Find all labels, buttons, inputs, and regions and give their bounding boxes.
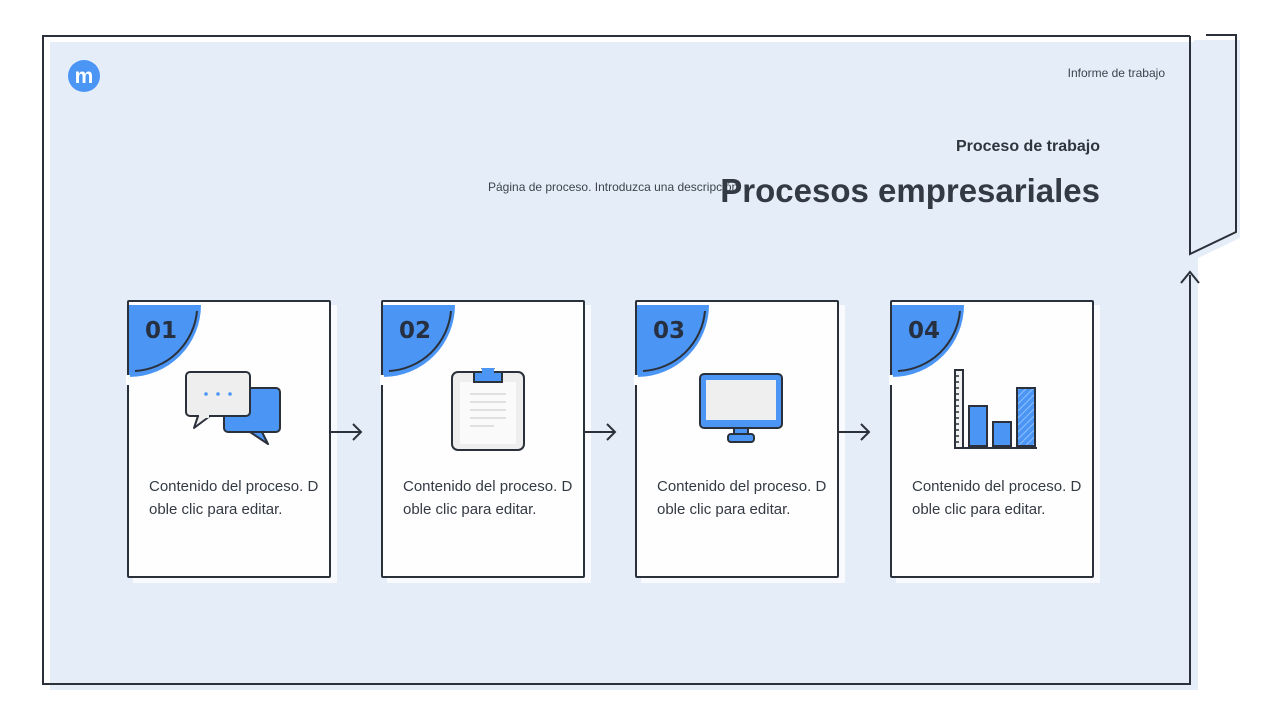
number-corner [383,305,455,377]
page-description[interactable]: Página de proceso. Introduzca una descri… [488,180,742,194]
step-card[interactable]: 01 Contenido del proceso. Doble clic par… [126,300,331,578]
arrow-right-icon [331,423,363,441]
step-number: 02 [399,318,432,344]
section-label: Proceso de trabajo [955,138,1100,155]
logo: m [68,60,100,92]
number-corner [892,305,964,377]
page-title[interactable]: Procesos empresariales [720,172,1100,209]
step-text[interactable]: Contenido del proceso. Doble clic para e… [149,478,319,518]
step-number: 01 [145,318,178,344]
bar-chart-icon [954,369,1037,449]
chat-bubbles-icon [185,371,281,445]
arrow-right-icon [839,423,871,441]
step-text[interactable]: Contenido del proceso. Doble clic para e… [912,478,1082,518]
step-text[interactable]: Contenido del proceso. Doble clic para e… [657,478,827,518]
monitor-icon [699,373,783,443]
step-number: 03 [653,318,686,344]
number-corner [129,305,201,377]
step-card[interactable]: 03 Contenido del proceso. Doble clic par… [634,300,839,578]
arrow-right-icon [585,423,617,441]
clipboard-icon [451,368,525,451]
step-card[interactable]: 02 Contenido del proceso. Doble clic par… [380,300,585,578]
step-text[interactable]: Contenido del proceso. Doble clic para e… [403,478,573,518]
step-card[interactable]: 04 Contenido del proceso. Doble clic par… [889,300,1094,578]
report-label: Informe de trabajo [1067,66,1165,80]
step-number: 04 [908,318,941,344]
number-corner [637,305,709,377]
